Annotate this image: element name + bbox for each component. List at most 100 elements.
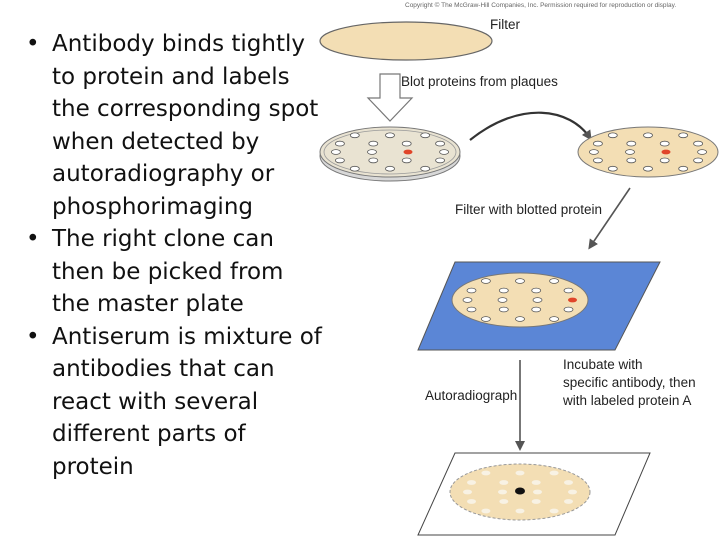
incubate-label-line3: with labeled protein A <box>562 393 691 408</box>
incubated-spot <box>515 278 525 284</box>
incubated-spot <box>462 297 473 303</box>
plaque <box>334 157 345 164</box>
incubate-label-line1: Incubate with <box>563 357 643 372</box>
plaque <box>330 149 341 155</box>
plaque <box>367 149 377 155</box>
incubated-spot <box>531 306 542 313</box>
plaque <box>420 165 431 172</box>
plaque <box>401 140 412 147</box>
filter-label: Filter <box>490 17 521 32</box>
blotted-spot <box>678 132 689 139</box>
incubated-spot <box>563 306 574 313</box>
incubated-spot <box>498 287 509 294</box>
plaque <box>385 132 395 139</box>
target-plaque <box>403 149 413 155</box>
bullet-text: Antiserum is mixture of antibodies that … <box>52 323 322 480</box>
incubated-filter <box>451 272 589 328</box>
blotted-spot <box>659 140 670 147</box>
blotted-spot <box>607 165 618 172</box>
blotted-spot <box>607 132 618 139</box>
dish-plaques <box>330 132 450 172</box>
incubated-spot <box>480 278 491 284</box>
plaque <box>420 132 431 139</box>
plaque <box>435 157 446 164</box>
incubated-spot <box>563 287 574 294</box>
target-plaque <box>661 149 671 155</box>
blotted-spot <box>697 149 707 155</box>
faint-spot <box>515 470 525 476</box>
blotted-spot <box>626 157 637 164</box>
incubated-spot <box>549 278 559 284</box>
blot-label: Blot proteins from plaques <box>401 74 558 89</box>
detected-spot <box>515 487 525 495</box>
incubated-filter-spots <box>462 278 577 322</box>
plaque <box>334 140 345 147</box>
plaque <box>368 157 379 164</box>
blotted-spot <box>659 157 670 164</box>
bullet-item: • The right clone can then be picked fro… <box>22 223 322 321</box>
faint-spot <box>533 489 542 495</box>
incubated-spot <box>466 306 477 313</box>
bullet-text: The right clone can then be picked from … <box>52 226 284 317</box>
faint-spot <box>564 499 573 504</box>
bullet-item: • Antibody binds tightly to protein and … <box>22 28 322 223</box>
faint-spot <box>531 499 541 504</box>
incubate-down-arrow <box>588 187 631 250</box>
bullet-list: • Antibody binds tightly to protein and … <box>22 28 322 483</box>
blotted-spot <box>589 149 599 155</box>
faint-spot <box>549 470 559 476</box>
copyright-notice: Copyright © The McGraw-Hill Companies, I… <box>405 2 677 9</box>
plaque <box>385 165 395 172</box>
faint-spot <box>463 489 472 495</box>
faint-spot <box>499 499 509 504</box>
incubated-spot <box>531 287 542 294</box>
plaque <box>368 140 379 147</box>
autoradiograph-faint-spots <box>463 470 577 514</box>
bullet-item: • Antiserum is mixture of antibodies tha… <box>22 321 322 484</box>
blotted-spot <box>625 149 635 155</box>
faint-spot <box>564 480 573 485</box>
blotted-spot <box>643 132 653 139</box>
plaque <box>435 140 446 147</box>
blotted-spot <box>678 165 689 172</box>
incubated-spot <box>515 316 525 322</box>
filter-with-blotted-protein-label: Filter with blotted protein <box>455 202 602 217</box>
blotted-filter <box>577 126 719 178</box>
faint-spot <box>498 489 507 495</box>
plaque <box>349 132 360 139</box>
plaque <box>439 149 450 155</box>
faint-spot <box>481 508 491 514</box>
filter-disc <box>319 21 493 61</box>
faint-spot <box>549 508 559 514</box>
blotted-spot <box>693 157 703 164</box>
bullet-glyph: • <box>26 31 40 57</box>
faint-spot <box>568 489 577 495</box>
bullet-glyph: • <box>26 226 40 252</box>
blotted-filter-spots <box>589 132 707 172</box>
blotted-spot <box>693 140 703 147</box>
faint-spot <box>467 499 476 504</box>
incubate-label-line2: specific antibody, then <box>563 375 696 390</box>
plaque <box>349 165 360 172</box>
blotted-spot <box>593 140 603 147</box>
faint-spot <box>531 480 541 485</box>
incubated-spot <box>498 306 509 313</box>
bullet-glyph: • <box>26 323 40 350</box>
faint-spot <box>467 480 476 485</box>
blotted-spot <box>626 140 637 147</box>
faint-spot <box>499 480 509 485</box>
transfer-curved-arrow <box>469 111 592 141</box>
blotted-spot <box>643 165 653 172</box>
bullet-text: Antibody binds tightly to protein and la… <box>52 31 319 220</box>
faint-spot <box>515 508 525 514</box>
incubated-spot <box>466 287 477 294</box>
incubated-spot <box>480 316 491 322</box>
blotted-spot <box>593 157 603 164</box>
incubated-spot <box>532 297 543 303</box>
target-plaque <box>568 297 577 303</box>
autoradiograph-label: Autoradiograph <box>425 388 517 403</box>
blot-down-arrow <box>366 73 414 122</box>
incubated-spot <box>497 297 508 303</box>
faint-spot <box>481 470 491 476</box>
plaque-screening-diagram: Filter Blot proteins from plaques Filter… <box>319 17 719 536</box>
